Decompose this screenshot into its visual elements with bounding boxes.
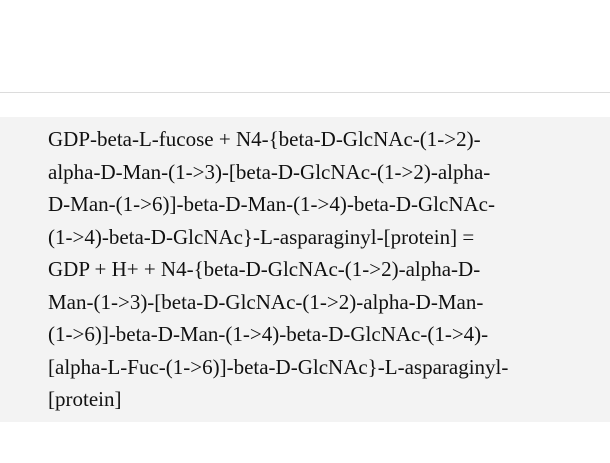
reaction-line-2: alpha-D-Man-(1->3)-[beta-D-GlcNAc-(1->2)…: [48, 159, 491, 184]
reaction-line-4: (1->4)-beta-D-GlcNAc}-L-asparaginyl-[pro…: [48, 224, 475, 249]
reaction-line-8: [alpha-L-Fuc-(1->6)]-beta-D-GlcNAc}-L-as…: [48, 354, 509, 379]
reaction-panel: GDP-beta-L-fucose + N4-{beta-D-GlcNAc-(1…: [0, 117, 610, 422]
reaction-line-7: (1->6)]-beta-D-Man-(1->4)-beta-D-GlcNAc-…: [48, 322, 489, 346]
reaction-line-3: D-Man-(1->6)]-beta-D-Man-(1->4)-beta-D-G…: [48, 192, 495, 216]
reaction-line-1: GDP-beta-L-fucose + N4-{beta-D-GlcNAc-(1…: [48, 127, 481, 151]
reaction-line-5: GDP + H+ + N4-{beta-D-GlcNAc-(1->2)-alph…: [48, 257, 481, 281]
reaction-line-9: [protein]: [48, 387, 122, 411]
header-divider: [0, 92, 610, 93]
reaction-line-6: Man-(1->3)-[beta-D-GlcNAc-(1->2)-alpha-D…: [48, 289, 484, 314]
reaction-equation: GDP-beta-L-fucose + N4-{beta-D-GlcNAc-(1…: [48, 123, 578, 416]
